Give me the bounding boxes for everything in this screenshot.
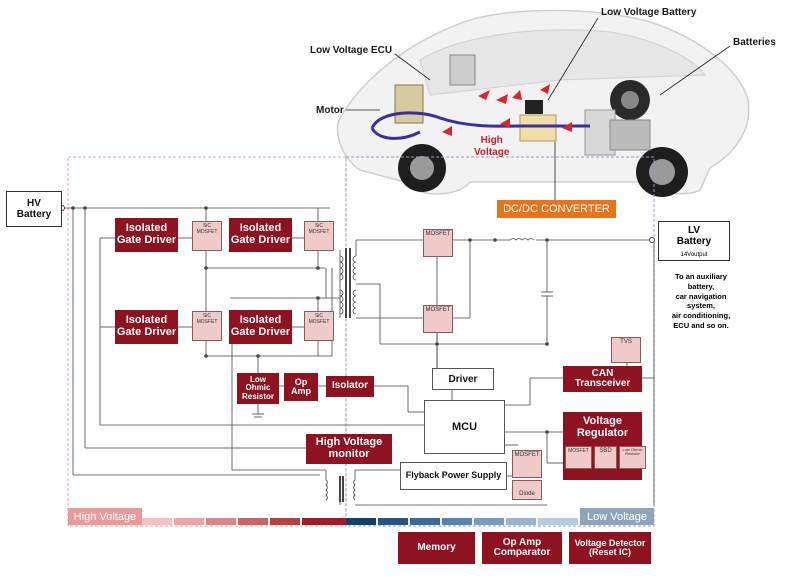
tvs: TVS [611,337,641,363]
lv-note: To an auxiliary battery, car navigation … [671,272,731,330]
mcu-box: MCU [424,400,505,454]
sic-mosfet-3: SiC MOSFET [192,311,222,341]
isolator: Isolator [326,376,374,397]
can-transceiver: CAN Transceiver [563,366,642,392]
lv-battery-box: LV Battery 14Voutput [658,221,730,261]
batteries-label: Batteries [733,37,776,48]
voltage-gradient-strip [142,518,578,525]
voltage-regulator-label: Voltage Regulator [576,415,629,439]
high-voltage-zone-label: High Voltage [68,508,142,525]
low-ohmic-resistor-small: Low Ohmic Resistor [619,446,646,469]
sbd: SBD [594,446,617,469]
mosfet-regulator: MOSFET [565,446,592,469]
dcdc-converter-label: DC/DC CONVERTER [497,200,616,218]
sic-mosfet-4: SiC MOSFET [304,311,334,341]
high-voltage-car-label: High Voltage [474,135,510,158]
low-voltage-ecu-label: Low Voltage ECU [310,45,393,56]
sic-mosfet-2: SiC MOSFET [304,221,334,251]
low-voltage-battery-label: Low Voltage Battery [601,7,697,18]
mosfet-flyback: MOSFET [512,450,542,478]
motor-label: Motor [316,105,344,116]
diode: Diode [512,480,542,500]
mosfet-secondary-1: MOSFET [423,229,453,257]
sic-mosfet-1: SiC MOSFET [192,221,222,251]
legend-memory: Memory [398,532,475,564]
isolated-gate-driver-3: Isolated Gate Driver [115,310,178,344]
lv-battery-sub: 14Voutput [680,252,708,258]
op-amp: Op Amp [284,373,318,401]
isolated-gate-driver-2: Isolated Gate Driver [229,218,292,252]
driver-box: Driver [432,368,494,390]
car-illustration [336,9,750,197]
legend-op-amp-comparator: Op Amp Comparator [482,532,562,564]
low-ohmic-resistor: Low Ohmic Resistor [237,373,279,404]
high-voltage-monitor: High Voltage monitor [306,434,392,464]
isolated-gate-driver-1: Isolated Gate Driver [115,218,178,252]
flyback-power-supply: Flyback Power Supply [400,462,507,490]
isolated-gate-driver-4: Isolated Gate Driver [229,310,292,344]
low-voltage-zone-label: Low Voltage [580,508,654,525]
mosfet-secondary-2: MOSFET [423,305,453,333]
lv-battery-title: LV Battery [676,225,712,247]
hv-battery-box: HV Battery [6,191,62,227]
legend-voltage-detector: Voltage Detector (Reset IC) [569,532,651,564]
